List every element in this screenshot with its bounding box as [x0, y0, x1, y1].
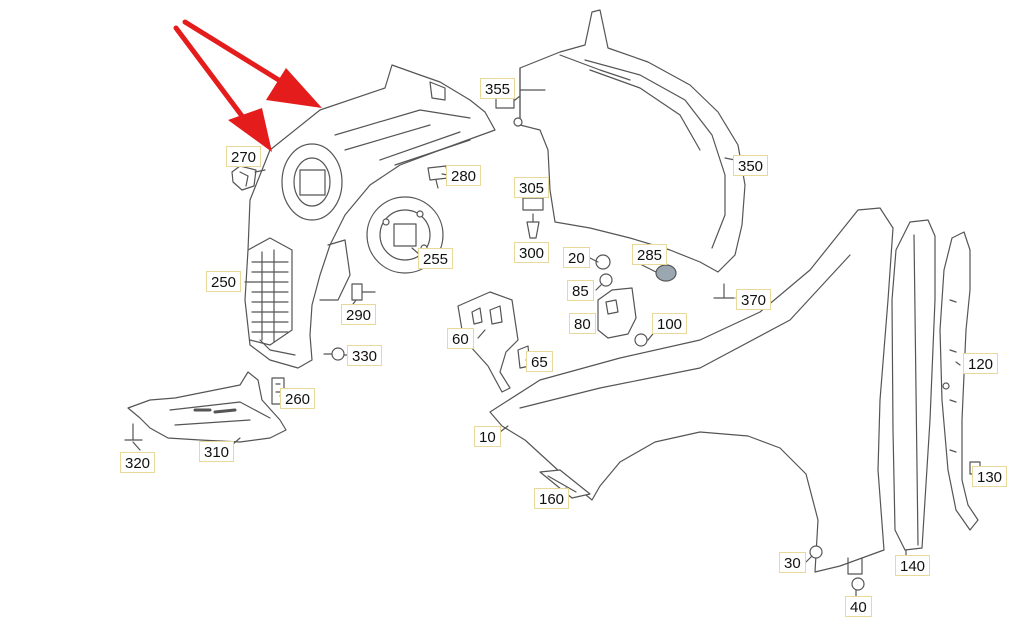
callout-100: 100 [652, 313, 688, 334]
callout-140: 140 [895, 555, 931, 576]
cap-part-285 [655, 264, 677, 282]
callout-80: 80 [569, 313, 596, 334]
callout-30: 30 [779, 552, 806, 573]
callout-305: 305 [514, 177, 550, 198]
callout-120: 120 [963, 353, 999, 374]
callout-300: 300 [514, 242, 550, 263]
callout-65: 65 [526, 351, 553, 372]
clip-part-270 [231, 165, 257, 191]
callout-260: 260 [280, 388, 316, 409]
round-cover-part-255 [366, 196, 444, 274]
callout-290: 290 [341, 304, 377, 325]
clip-part-40 [851, 577, 865, 591]
red-arrows [173, 19, 322, 152]
callout-20: 20 [563, 247, 590, 268]
callout-310: 310 [199, 441, 235, 462]
callout-355: 355 [480, 78, 516, 99]
front-fender-part-10 [489, 207, 894, 575]
callout-280: 280 [446, 165, 482, 186]
callout-270: 270 [226, 146, 262, 167]
screw-part-330 [323, 347, 345, 361]
strip-part-140 [891, 219, 936, 551]
callout-250: 250 [206, 271, 242, 292]
red-arrow-lower [173, 25, 272, 152]
wheel-arch-liner-part-250 [244, 64, 496, 369]
clip-part-280 [427, 165, 449, 189]
clip-part-305 [522, 197, 544, 211]
underbody-panel-part-310 [127, 371, 287, 443]
screw-part-290 [351, 283, 376, 301]
callout-255: 255 [418, 248, 454, 269]
nut-part-20 [595, 254, 611, 270]
callout-160: 160 [534, 488, 570, 509]
bracket-part-80 [597, 287, 637, 339]
wheel-housing-liner-part-350 [513, 9, 746, 273]
screw-part-370 [713, 283, 735, 299]
callout-330: 330 [347, 345, 383, 366]
callout-40: 40 [845, 596, 872, 617]
callout-320: 320 [120, 452, 156, 473]
nut-part-85 [599, 273, 613, 287]
nut-part-100 [634, 333, 648, 347]
callout-85: 85 [567, 280, 594, 301]
callout-285: 285 [632, 244, 668, 265]
red-arrow-upper [182, 19, 322, 108]
callout-350: 350 [733, 155, 769, 176]
bracket-part-120 [939, 231, 979, 531]
screw-part-320 [124, 423, 143, 441]
callout-370: 370 [736, 289, 772, 310]
callout-60: 60 [447, 328, 474, 349]
screw-part-300 [526, 213, 540, 239]
callout-10: 10 [474, 426, 501, 447]
screw-part-30 [809, 545, 823, 559]
callout-130: 130 [972, 466, 1008, 487]
